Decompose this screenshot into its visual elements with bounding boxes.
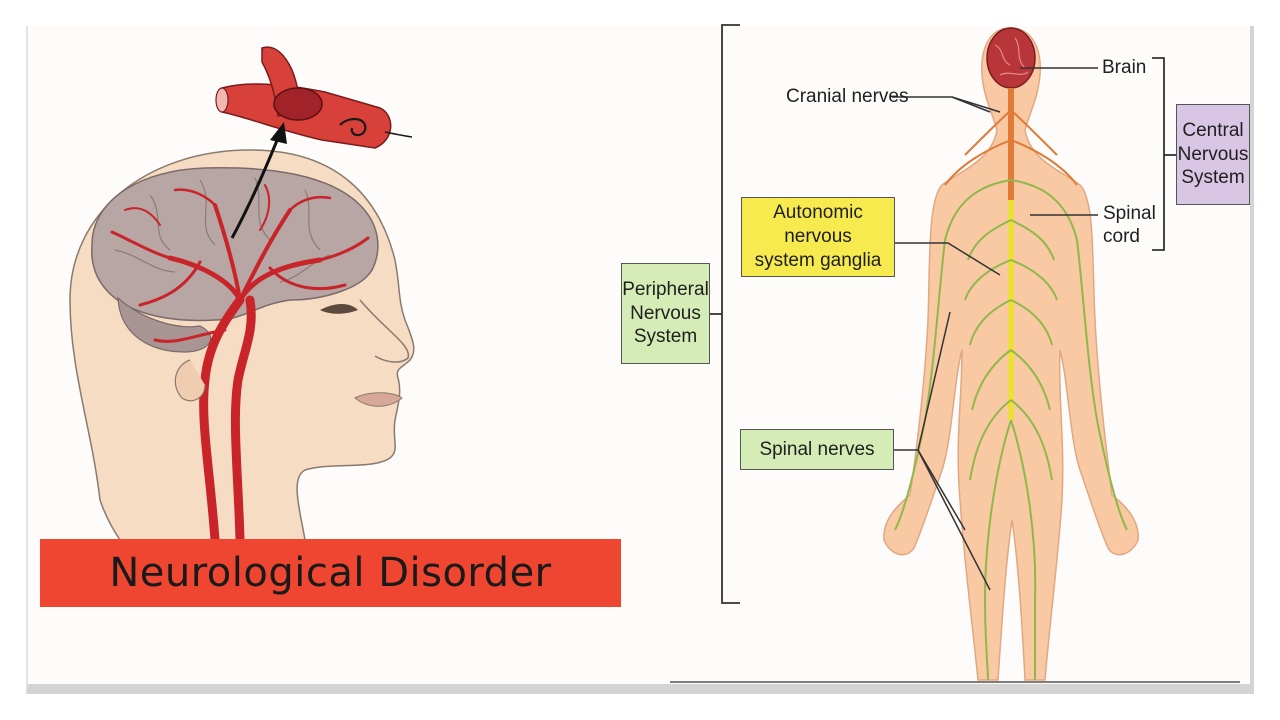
label-cranial-nerves: Cranial nerves (786, 86, 909, 107)
nose-shape (359, 299, 410, 363)
spinal-nerves-text: Spinal nerves (759, 438, 875, 460)
upper-nerves (944, 109, 1078, 186)
title-text: Neurological Disorder (109, 550, 552, 596)
ear-shape (174, 359, 206, 402)
label-brain: Brain (1102, 57, 1147, 78)
brain-small (986, 27, 1036, 89)
cerebral-arteries (110, 184, 370, 545)
zoom-arrow (230, 122, 287, 239)
pns-line1: Peripheral (622, 278, 709, 300)
leader-lines (892, 67, 1098, 591)
brain-shape (91, 166, 379, 322)
cns-line1: Central (1182, 119, 1244, 141)
autonomic-line2: system ganglia (754, 249, 882, 271)
box-central-nervous-system: Central Nervous System (1176, 104, 1250, 205)
label-spinal-cord-line1: Spinal (1103, 203, 1156, 224)
box-spinal-nerves: Spinal nerves (740, 429, 894, 470)
cns-line3: System (1181, 167, 1245, 189)
cns-bracket (1152, 57, 1165, 251)
vessel-inset (215, 46, 413, 149)
cns-line2: Nervous (1177, 143, 1249, 165)
brain-small-folds (994, 37, 1029, 76)
pns-line2: Nervous (630, 302, 701, 324)
pns-bracket (721, 24, 740, 604)
title-banner: Neurological Disorder (40, 539, 621, 607)
label-spinal-cord: Spinal cord (1103, 203, 1156, 249)
autonomic-line1: Autonomic nervous (773, 202, 863, 248)
lips-shape (354, 392, 403, 407)
box-autonomic-ganglia: Autonomic nervous system ganglia (741, 197, 895, 277)
pns-line3: System (633, 326, 698, 348)
eye-shape (320, 304, 358, 314)
box-peripheral-nervous-system: Peripheral Nervous System (621, 263, 710, 364)
label-spinal-cord-line2: cord (1103, 225, 1140, 247)
